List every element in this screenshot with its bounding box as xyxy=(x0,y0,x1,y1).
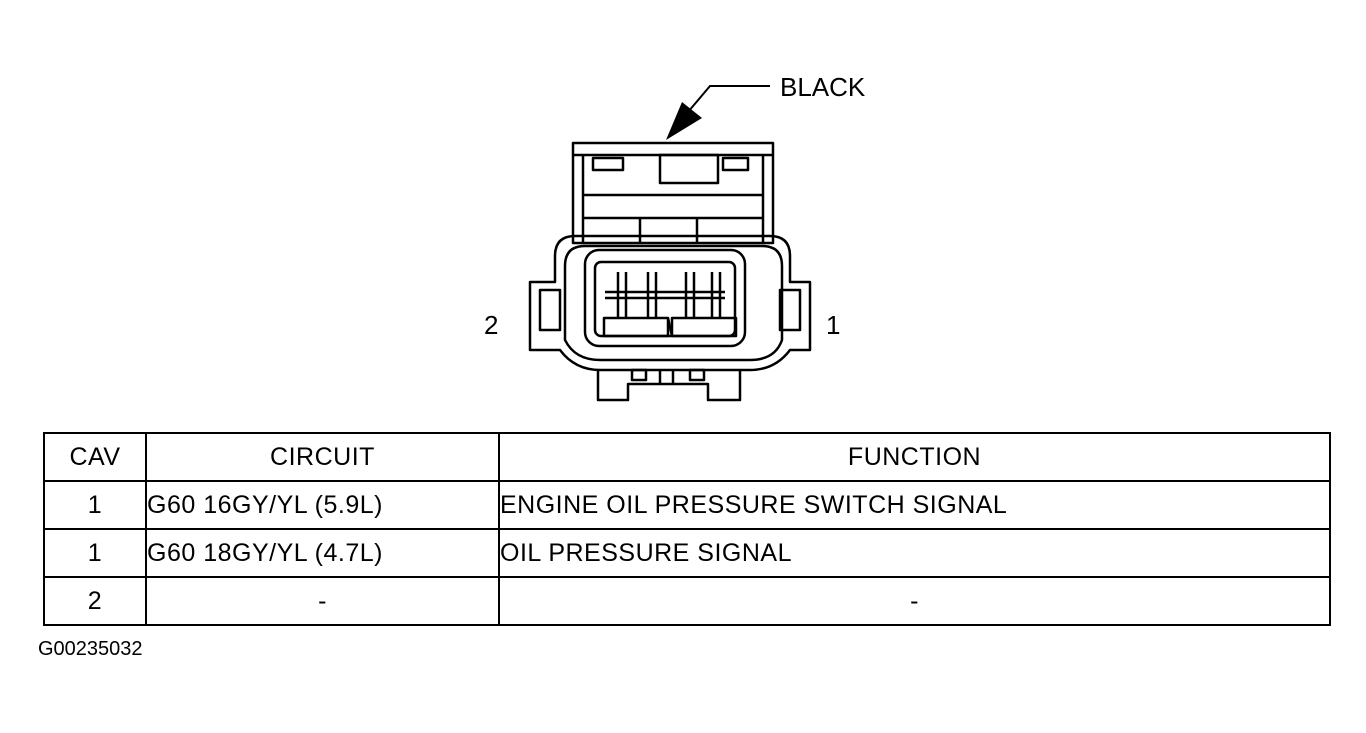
table-header-row: CAV CIRCUIT FUNCTION xyxy=(43,432,1331,482)
connector-body xyxy=(528,234,812,372)
table-row: 2 - - xyxy=(43,576,1331,626)
connector-color-label: BLACK xyxy=(780,72,866,102)
cavity-table: CAV CIRCUIT FUNCTION 1 G60 16GY/YL (5.9L… xyxy=(43,432,1331,626)
header-circuit: CIRCUIT xyxy=(145,432,500,482)
figure-id: G00235032 xyxy=(38,638,143,660)
cell-function: OIL PRESSURE SIGNAL xyxy=(498,528,1331,578)
cell-circuit: G60 16GY/YL (5.9L) xyxy=(145,480,500,530)
terminal-2 xyxy=(602,316,670,338)
side-clip-right xyxy=(778,288,802,332)
bottom-feet xyxy=(596,370,742,402)
cell-cav: 1 xyxy=(43,528,147,578)
pin-label-2: 2 xyxy=(484,310,498,340)
color-leader-arrow xyxy=(666,85,770,140)
latch-window xyxy=(658,153,720,185)
cell-cav: 1 xyxy=(43,480,147,530)
cell-circuit: G60 18GY/YL (4.7L) xyxy=(145,528,500,578)
terminal-cavity xyxy=(583,248,747,348)
connector-top-housing xyxy=(571,141,775,245)
table-row: 1 G60 16GY/YL (5.9L) ENGINE OIL PRESSURE… xyxy=(43,480,1331,530)
header-cav: CAV xyxy=(43,432,147,482)
cell-circuit: - xyxy=(145,576,500,626)
connector-diagram: BLACK 2 1 xyxy=(484,72,866,402)
terminal-1 xyxy=(670,316,738,338)
table-row: 1 G60 18GY/YL (4.7L) OIL PRESSURE SIGNAL xyxy=(43,528,1331,578)
pin-label-1: 1 xyxy=(826,310,840,340)
cell-cav: 2 xyxy=(43,576,147,626)
header-function: FUNCTION xyxy=(498,432,1331,482)
side-clip-left xyxy=(538,288,562,332)
cell-function: - xyxy=(498,576,1331,626)
cell-function: ENGINE OIL PRESSURE SWITCH SIGNAL xyxy=(498,480,1331,530)
